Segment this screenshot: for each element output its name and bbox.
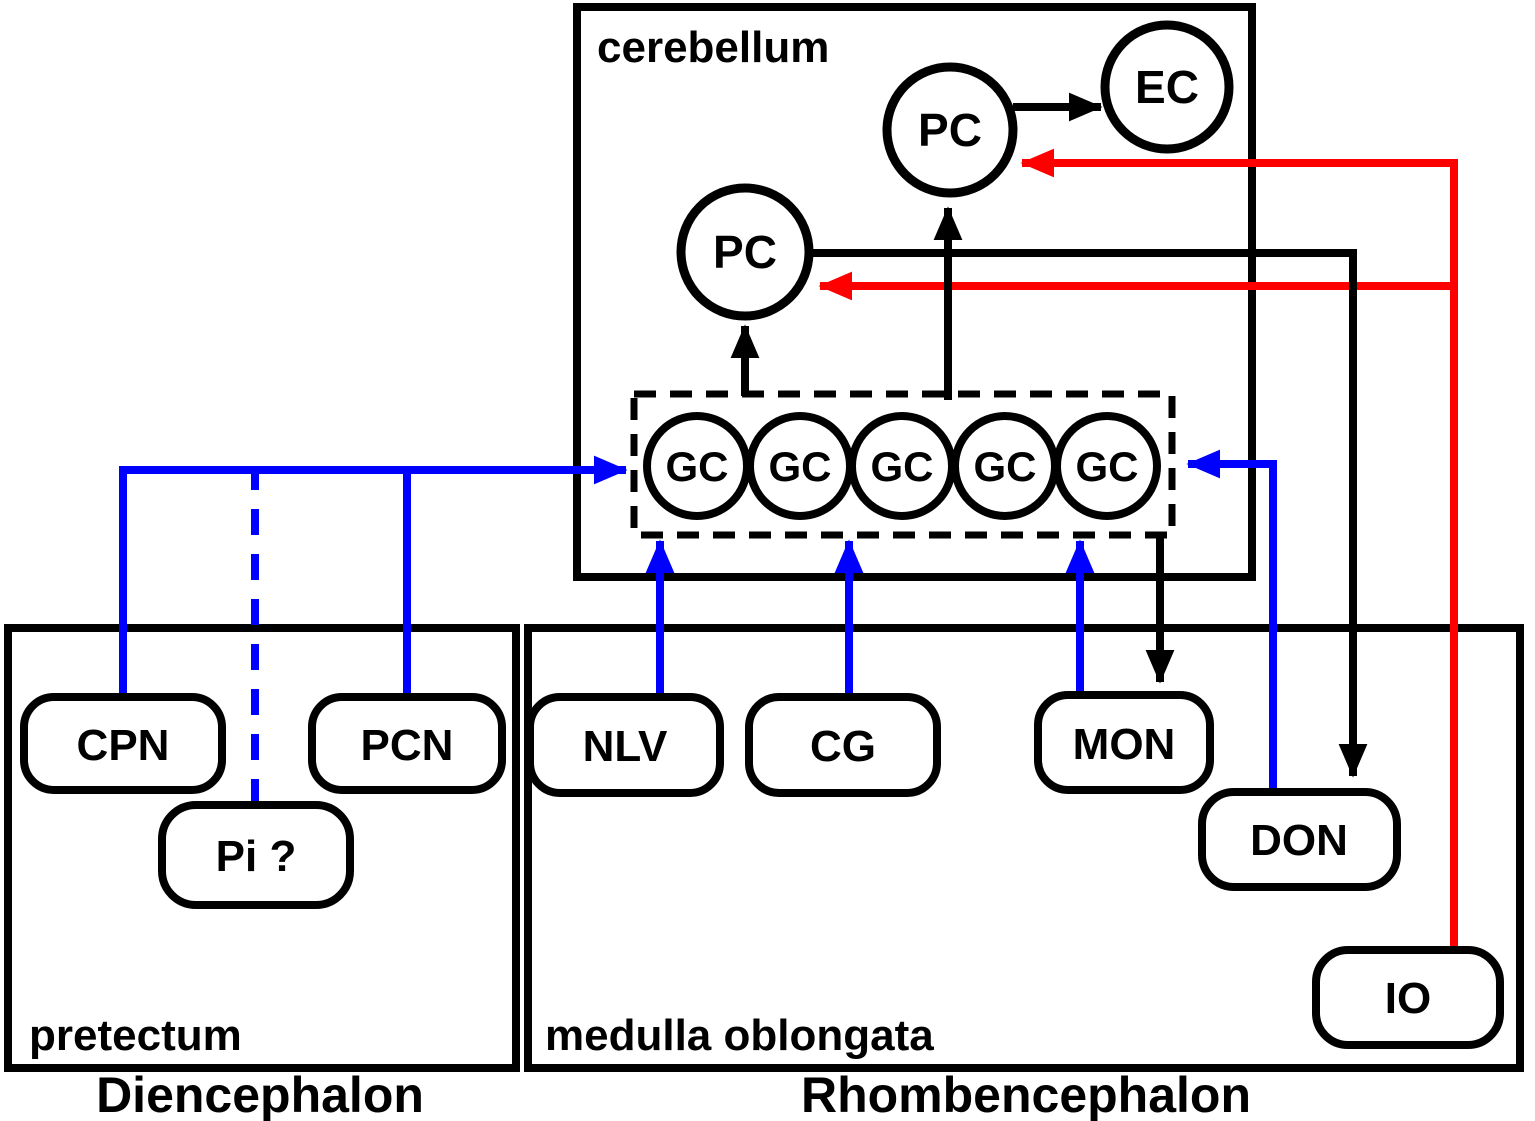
io-label: IO <box>1385 974 1431 1023</box>
edge-pc-lower-to-don <box>810 249 1368 778</box>
cerebellum-label: cerebellum <box>597 23 829 72</box>
diencephalon-label: Diencephalon <box>96 1067 424 1121</box>
don-label: DON <box>1250 816 1348 865</box>
medulla-oblongata-label: medulla oblongata <box>545 1011 934 1060</box>
cerebellum-box <box>573 3 1256 581</box>
pcn-label: PCN <box>361 721 454 770</box>
nlv-label: NLV <box>583 722 668 771</box>
pc-upper-label: PC <box>918 104 982 156</box>
cg-label: CG <box>810 722 876 771</box>
gc-label-1: GC <box>666 443 729 490</box>
gc-cell-node-5 <box>1053 412 1161 520</box>
mon-label: MON <box>1073 720 1176 769</box>
rhombencephalon-label: Rhombencephalon <box>801 1067 1251 1121</box>
gc-label-3: GC <box>871 443 934 490</box>
pi-label: Pi ? <box>216 832 297 881</box>
nlv-node <box>526 693 724 797</box>
io-node <box>1312 946 1504 1049</box>
mon-node <box>1034 691 1214 794</box>
medulla-oblongata-box <box>524 624 1524 1072</box>
gc-label-2: GC <box>769 443 832 490</box>
edge-cpn-to-gc <box>119 455 628 697</box>
pretectum-label: pretectum <box>29 1011 242 1060</box>
gc-label-5: GC <box>1076 443 1139 490</box>
pc-lower-cell-node <box>676 183 814 321</box>
pretectum-box <box>4 624 520 1072</box>
edge-io-to-pc-upper <box>1020 148 1458 950</box>
ec-label: EC <box>1135 61 1199 113</box>
gc-label-4: GC <box>974 443 1037 490</box>
cpn-node <box>20 693 226 794</box>
ec-cell-node <box>1100 20 1234 154</box>
cpn-label: CPN <box>77 721 170 770</box>
pcn-node <box>308 693 506 794</box>
edge-don-to-gc <box>1186 449 1277 792</box>
cg-node <box>745 693 941 797</box>
pc-lower-label: PC <box>713 226 777 278</box>
pi-node <box>158 801 354 909</box>
don-node <box>1198 788 1401 891</box>
pc-upper-cell-node <box>882 62 1018 198</box>
